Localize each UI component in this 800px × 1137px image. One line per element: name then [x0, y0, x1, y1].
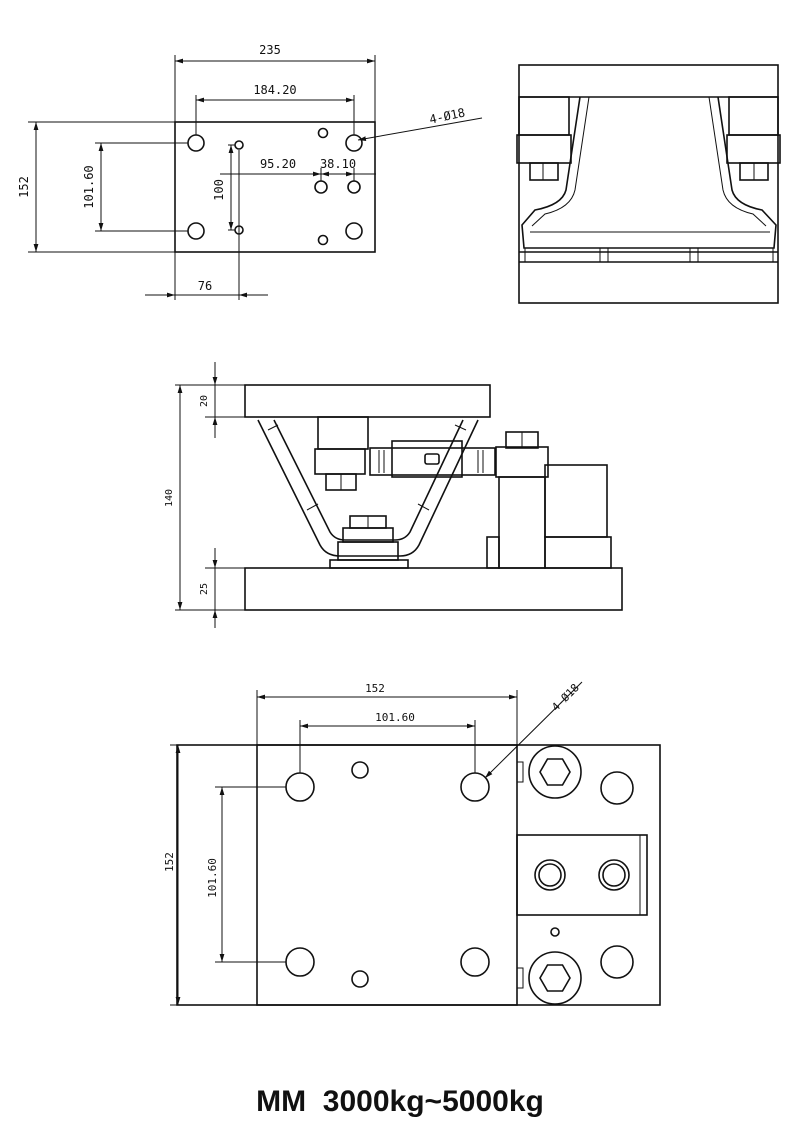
cell-hole [534, 859, 566, 891]
mount-hole [285, 772, 315, 802]
side-base-plate [244, 567, 623, 611]
plan-view: 152 101.60 152 101.60 4-Ø18 [163, 681, 661, 1006]
top-plate-outline [174, 121, 376, 253]
dim-hole-spacing: 184.20 [253, 83, 296, 97]
mount-hole [187, 134, 205, 152]
base-hole [600, 771, 634, 805]
mount-hole [460, 947, 490, 977]
top-view: 235 184.20 95.20 38.10 76 4-Ø18 152 101.… [17, 43, 483, 300]
small-hole [550, 927, 560, 937]
small-hole [317, 234, 329, 246]
small-hole [351, 970, 369, 988]
dim-top-plate: 20 [199, 395, 210, 407]
side-top-plate [244, 384, 491, 418]
dim-total-height: 140 [164, 489, 175, 507]
mount-hole [460, 772, 490, 802]
dim-spacing-b: 38.10 [320, 157, 356, 171]
dim-overall-width: 235 [259, 43, 281, 57]
dim-vertical-100: 100 [212, 179, 226, 201]
front-view-frame [518, 64, 779, 304]
dim-hole-vspacing: 101.60 [82, 165, 96, 208]
plan-top-plate [256, 744, 518, 1006]
plan-dim-height: 152 [163, 852, 176, 872]
mount-hole [285, 947, 315, 977]
mount-hole [345, 222, 363, 240]
small-hole [351, 761, 369, 779]
side-view: 20 140 25 [164, 362, 623, 628]
small-hole [317, 127, 329, 139]
dim-spacing-a: 95.20 [260, 157, 296, 171]
small-hole [314, 180, 328, 194]
plan-dim-hole-vspacing: 101.60 [206, 858, 219, 898]
base-hole [600, 945, 634, 979]
dim-offset-76: 76 [198, 279, 212, 293]
bolt-head [528, 745, 582, 799]
small-hole [234, 140, 244, 150]
plan-hole-callout: 4-Ø18 [549, 681, 582, 714]
front-view [516, 64, 781, 304]
bolt-head [528, 951, 582, 1005]
dim-base-plate: 25 [199, 583, 210, 595]
dim-height: 152 [17, 176, 31, 198]
plan-dim-width: 152 [365, 682, 385, 695]
cell-hole [598, 859, 630, 891]
product-caption: MM 3000kg~5000kg [256, 1085, 544, 1118]
load-cell-box [516, 834, 648, 916]
hole-callout: 4-Ø18 [428, 105, 466, 126]
mount-hole [345, 134, 363, 152]
small-hole [347, 180, 361, 194]
plan-base-outline [176, 744, 661, 1006]
mount-hole [187, 222, 205, 240]
plan-dim-hole-spacing: 101.60 [375, 711, 415, 724]
